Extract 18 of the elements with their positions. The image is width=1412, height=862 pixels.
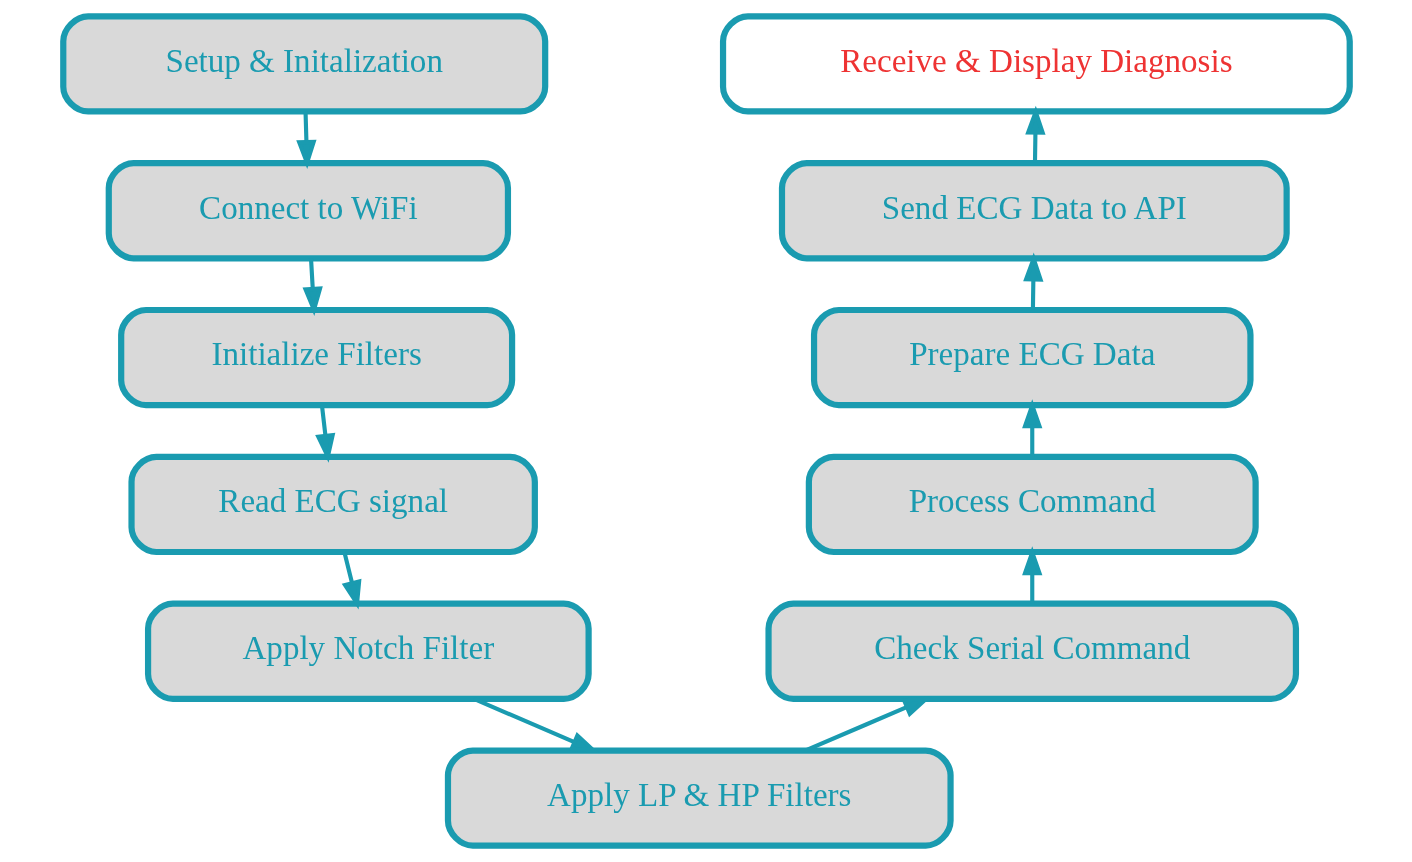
node-box: Receive & Display Diagnosis [719, 13, 1353, 115]
node-box: Setup & Initalization [59, 13, 548, 115]
node-box: Prepare ECG Data [810, 306, 1254, 409]
node-box: Apply LP & HP Filters [444, 747, 954, 849]
arrow [314, 405, 335, 463]
arrow [1021, 546, 1042, 604]
node-box: Send ECG Data to API [778, 160, 1290, 262]
node-box: Read ECG signal [127, 453, 538, 556]
arrow [1021, 399, 1042, 457]
arrow [1024, 105, 1046, 163]
arrow [295, 111, 317, 170]
node-box: Connect to WiFi [105, 160, 511, 262]
node-box: Process Command [805, 453, 1259, 556]
arrow [302, 258, 323, 316]
node-box: Initialize Filters [117, 306, 515, 409]
arrow [1022, 252, 1043, 310]
node-box: Apply Notch Filter [144, 600, 592, 702]
node-box: Check Serial Command [764, 600, 1299, 702]
